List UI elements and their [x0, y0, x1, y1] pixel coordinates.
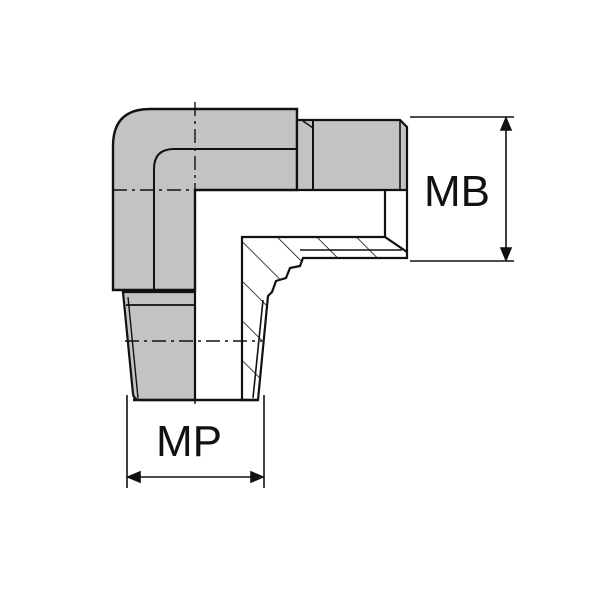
horizontal-thread-end — [295, 118, 409, 192]
cross-section-hatch — [240, 190, 409, 402]
dimension-mp — [125, 395, 266, 488]
vertical-thread-end — [121, 290, 258, 402]
dimension-label-mb: MB — [424, 167, 490, 216]
dimension-mb — [410, 115, 514, 263]
centerlines — [113, 102, 410, 404]
dimension-label-mp: MP — [156, 417, 222, 466]
